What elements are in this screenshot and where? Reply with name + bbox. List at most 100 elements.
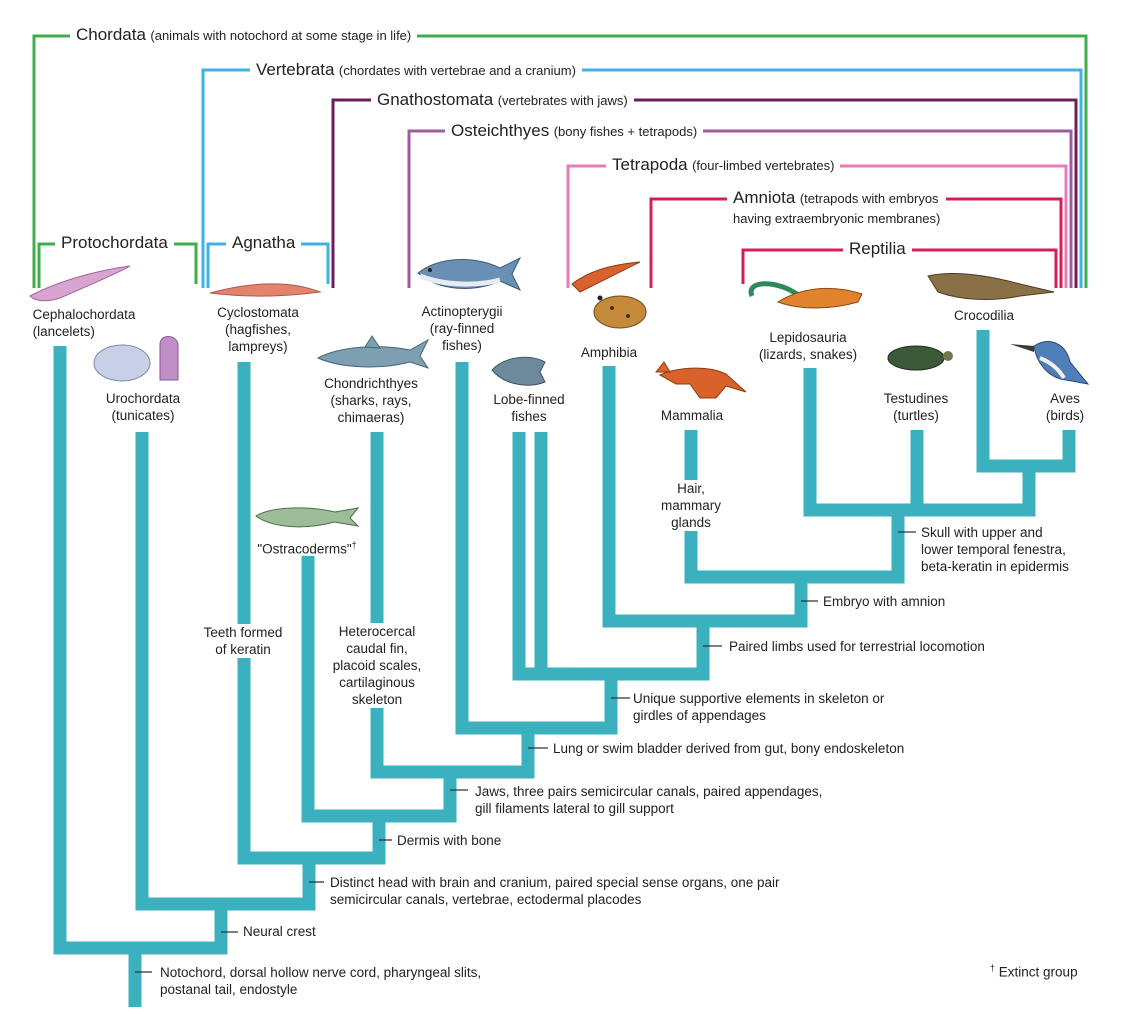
- osteichthyes-desc: (bony fishes + tetrapods): [553, 124, 698, 139]
- hagfish-icon: [209, 283, 322, 297]
- taxon-line: Urochordata: [105, 391, 181, 406]
- char-skull: Skull with upper and lower temporal fene…: [921, 524, 1069, 575]
- char-line: Distinct head with brain and cranium, pa…: [330, 875, 780, 890]
- coelacanth-icon: [491, 356, 546, 386]
- char-line: of keratin: [215, 642, 271, 657]
- agnatha-name: Agnatha: [232, 233, 296, 252]
- taxon-line: (lizards, snakes): [758, 347, 858, 362]
- taxon-line: Amphibia: [580, 345, 638, 360]
- tunicate-icon: [93, 336, 179, 382]
- taxon-amphibia: Amphibia: [581, 344, 637, 361]
- taxon-lepidosauria: Lepidosauria (lizards, snakes): [759, 329, 857, 363]
- newt-icon: [571, 261, 641, 293]
- taxon-line: Crocodilia: [953, 308, 1015, 323]
- taxon-aves: Aves (birds): [1046, 390, 1084, 424]
- taxon-line: Mammalia: [660, 408, 724, 423]
- kingfisher-icon: [1010, 341, 1090, 385]
- char-line: Teeth formed: [203, 625, 283, 640]
- extinct-mark: †: [351, 540, 357, 550]
- chordata-desc: (animals with notochord at some stage in…: [150, 28, 412, 43]
- taxon-actinopterygii: Actinopterygii (ray-finned fishes): [421, 303, 502, 354]
- chordata-bracket: [32, 34, 1088, 288]
- taxon-line: (ray-finned: [429, 321, 495, 336]
- osteichthyes-label: Osteichthyes (bony fishes + tetrapods): [445, 121, 704, 142]
- ostracoderm-icon: [255, 507, 360, 528]
- char-line: Neural crest: [243, 924, 316, 939]
- char-line: girdles of appendages: [633, 708, 766, 723]
- lancelet-icon: [29, 265, 131, 302]
- vertebrata-desc: (chordates with vertebrae and a cranium): [338, 63, 576, 78]
- char-line: gill filaments lateral to gill support: [475, 801, 674, 816]
- char-line: glands: [671, 515, 711, 530]
- vertebrata-bracket: [201, 68, 1083, 288]
- taxon-ostracoderms: "Ostracoderms"†: [257, 537, 356, 558]
- taxon-line: Lepidosauria: [769, 330, 847, 345]
- taxon-line: (tunicates): [111, 408, 175, 423]
- char-amnion: Embryo with amnion: [823, 593, 945, 610]
- agnatha-label: Agnatha: [226, 233, 302, 254]
- taxon-chondrichthyes: Chondrichthyes (sharks, rays, chimaeras): [324, 375, 418, 426]
- amniota-desc-line2: having extraembryonic membranes): [733, 211, 941, 226]
- char-unique-support: Unique supportive elements in skeleton o…: [633, 690, 884, 724]
- organism-illustrations: [29, 256, 1090, 528]
- protochordata-name: Protochordata: [61, 233, 168, 252]
- taxon-line: Lobe-finned: [493, 392, 565, 407]
- taxon-cyclostomata: Cyclostomata (hagfishes, lampreys): [217, 304, 299, 355]
- taxon-testudines: Testudines (turtles): [884, 390, 949, 424]
- protochordata-label: Protochordata: [55, 233, 174, 254]
- taxon-line: (turtles): [893, 408, 939, 423]
- taxon-line: Actinopterygii: [421, 304, 503, 319]
- char-line: skeleton: [351, 692, 403, 707]
- reptilia-name: Reptilia: [849, 239, 906, 258]
- amniota-name: Amniota: [733, 188, 796, 207]
- taxon-line: (sharks, rays,: [330, 393, 412, 408]
- extinct-legend: † Extinct group: [990, 963, 1078, 980]
- char-dermis-bone: Dermis with bone: [397, 832, 501, 849]
- osteichthyes-name: Osteichthyes: [451, 121, 550, 140]
- chordata-name: Chordata: [76, 25, 146, 44]
- char-hair: Hair, mammary glands: [661, 480, 721, 531]
- extinct-legend-text: Extinct group: [998, 964, 1078, 980]
- taxon-line: "Ostracoderms": [257, 541, 352, 557]
- frog-icon: [593, 295, 647, 329]
- taxon-line: lampreys): [228, 339, 288, 354]
- chordata-label: Chordata (animals with notochord at some…: [70, 25, 418, 46]
- taxon-urochordata: Urochordata (tunicates): [106, 390, 180, 424]
- character-ticks: [135, 531, 916, 973]
- taxon-line: fishes: [511, 409, 547, 424]
- char-line: Paired limbs used for terrestrial locomo…: [729, 639, 985, 654]
- char-lung: Lung or swim bladder derived from gut, b…: [553, 740, 904, 757]
- gnathostomata-bracket: [331, 98, 1078, 288]
- taxon-line: Chondrichthyes: [324, 376, 418, 391]
- char-line: semicircular canals, vertebrae, ectoderm…: [330, 892, 642, 907]
- crocodile-icon: [927, 273, 1055, 300]
- tetrapoda-desc: (four-limbed vertebrates): [692, 158, 835, 173]
- taxon-cephalochordata: Cephalochordata (lancelets): [33, 306, 136, 340]
- fox-icon: [654, 361, 747, 399]
- extinct-mark: †: [990, 963, 996, 973]
- char-line: lower temporal fenestra,: [921, 542, 1066, 557]
- taxon-line: Aves: [1050, 391, 1080, 406]
- reptilia-label: Reptilia: [843, 239, 912, 260]
- shark-icon: [316, 335, 430, 369]
- tetrapoda-name: Tetrapoda: [612, 155, 688, 174]
- taxon-line: fishes): [442, 338, 482, 353]
- char-line: Embryo with amnion: [823, 594, 946, 609]
- vertebrata-label: Vertebrata (chordates with vertebrae and…: [250, 60, 582, 81]
- char-line: mammary: [661, 498, 721, 513]
- gnathostomata-name: Gnathostomata: [377, 90, 494, 109]
- taxon-lobefinned: Lobe-finned fishes: [493, 391, 564, 425]
- char-line: Lung or swim bladder derived from gut, b…: [553, 741, 905, 756]
- char-line: caudal fin,: [346, 641, 408, 656]
- char-line: beta-keratin in epidermis: [921, 559, 1069, 574]
- char-line: placoid scales,: [332, 658, 422, 673]
- char-line: Heterocercal: [338, 624, 416, 639]
- char-jaws: Jaws, three pairs semicircular canals, p…: [475, 783, 822, 817]
- taxon-line: (hagfishes,: [224, 322, 292, 337]
- vertebrata-name: Vertebrata: [256, 60, 335, 79]
- turtle-icon: [887, 345, 953, 371]
- char-line: cartilaginous: [339, 675, 415, 690]
- taxon-line: chimaeras): [337, 410, 405, 425]
- char-line: Jaws, three pairs semicircular canals, p…: [475, 784, 823, 799]
